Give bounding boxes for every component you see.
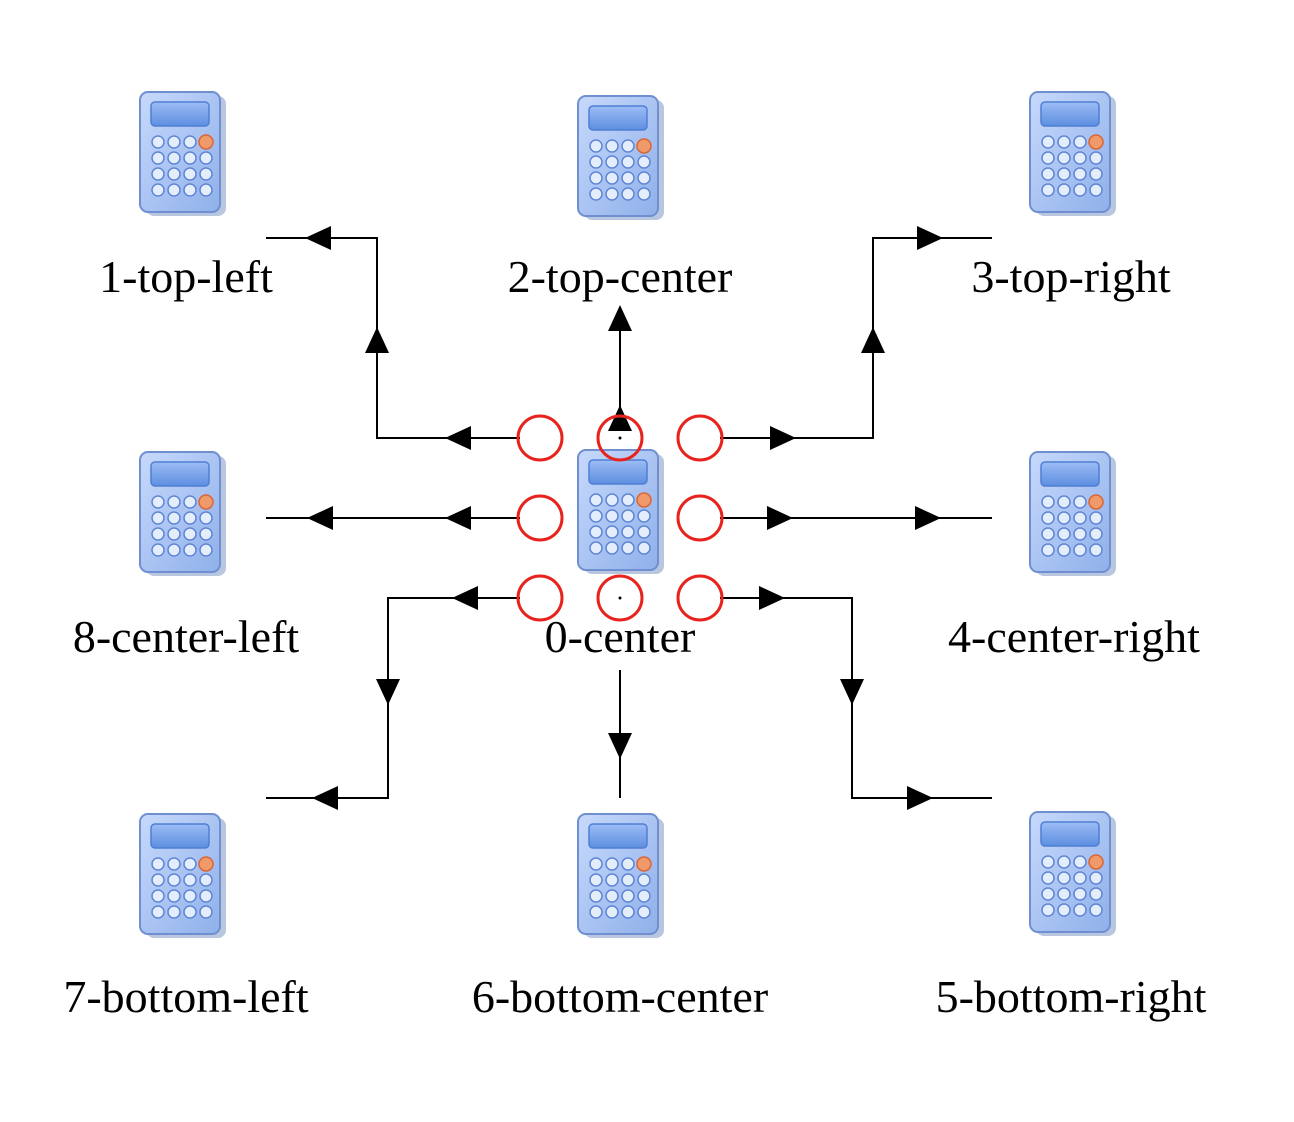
arrowhead-icon bbox=[305, 226, 331, 250]
edge-n0-n4 bbox=[720, 506, 992, 530]
node-label: 7-bottom-left bbox=[63, 971, 308, 1022]
connection-port-icon[interactable] bbox=[676, 414, 724, 462]
arrowhead-icon bbox=[907, 786, 933, 810]
port-dot bbox=[618, 596, 622, 600]
calculator-icon[interactable] bbox=[1029, 811, 1117, 937]
node-label: 6-bottom-center bbox=[472, 971, 768, 1022]
calculator-icon[interactable] bbox=[139, 451, 227, 577]
edge-n0-n1 bbox=[266, 226, 520, 450]
calculator-icon[interactable] bbox=[1029, 451, 1117, 577]
arrowhead-icon bbox=[608, 305, 632, 331]
arrowhead-icon bbox=[767, 506, 793, 530]
edge-n0-n8 bbox=[266, 506, 520, 530]
arrowhead-icon bbox=[452, 586, 478, 610]
arrowhead-icon bbox=[445, 426, 471, 450]
edge-n0-n3 bbox=[720, 226, 992, 450]
calculator-icon[interactable] bbox=[577, 449, 665, 575]
arrowhead-icon bbox=[376, 679, 400, 705]
edge-n0-n6 bbox=[608, 670, 632, 798]
arrowhead-icon bbox=[307, 506, 333, 530]
connection-port-icon[interactable] bbox=[596, 574, 644, 622]
port-layer bbox=[516, 414, 724, 622]
arrowhead-icon bbox=[445, 506, 471, 530]
node-label: 4-center-right bbox=[948, 611, 1200, 662]
calculator-icon[interactable] bbox=[139, 91, 227, 217]
arrowhead-icon bbox=[770, 426, 796, 450]
edge-n0-n2 bbox=[608, 305, 632, 431]
arrowhead-icon bbox=[759, 586, 785, 610]
edge-line bbox=[266, 597, 520, 799]
node-n5[interactable]: 5-bottom-right bbox=[936, 811, 1207, 1022]
arrowhead-icon bbox=[861, 327, 885, 353]
node-n1[interactable]: 1-top-left bbox=[99, 91, 273, 302]
connection-port-icon[interactable] bbox=[516, 574, 564, 622]
connection-port-icon[interactable] bbox=[596, 414, 644, 462]
edge-line bbox=[266, 237, 520, 439]
connection-port-icon[interactable] bbox=[676, 494, 724, 542]
calculator-icon[interactable] bbox=[1029, 91, 1117, 217]
connection-port-icon[interactable] bbox=[676, 574, 724, 622]
arrowhead-icon bbox=[917, 226, 943, 250]
calculator-icon[interactable] bbox=[577, 813, 665, 939]
node-n8[interactable]: 8-center-left bbox=[73, 451, 300, 662]
arrowhead-icon bbox=[840, 679, 864, 705]
node-label: 8-center-left bbox=[73, 611, 300, 662]
node-n0[interactable]: 0-center bbox=[545, 449, 696, 662]
arrowhead-icon bbox=[608, 405, 632, 431]
arrowhead-icon bbox=[608, 733, 632, 759]
connection-port-icon[interactable] bbox=[516, 414, 564, 462]
node-n2[interactable]: 2-top-center bbox=[508, 95, 733, 302]
node-layer: 0-center 1-top-left 2-top-center 3-top-righ… bbox=[63, 91, 1207, 1022]
node-n7[interactable]: 7-bottom-left bbox=[63, 813, 309, 1022]
calculator-icon[interactable] bbox=[577, 95, 665, 221]
edge-n0-n7 bbox=[266, 586, 520, 810]
arrowhead-icon bbox=[915, 506, 941, 530]
edge-n0-n5 bbox=[720, 586, 992, 810]
node-label: 2-top-center bbox=[508, 251, 733, 302]
port-dot bbox=[618, 436, 622, 440]
node-label: 1-top-left bbox=[99, 251, 273, 302]
connector-layer bbox=[266, 226, 992, 810]
arrowhead-icon bbox=[365, 327, 389, 353]
edge-line bbox=[720, 237, 992, 439]
node-label: 5-bottom-right bbox=[936, 971, 1207, 1022]
node-label: 3-top-right bbox=[971, 251, 1171, 302]
node-n4[interactable]: 4-center-right bbox=[948, 451, 1200, 662]
calculator-icon[interactable] bbox=[139, 813, 227, 939]
connection-port-icon[interactable] bbox=[516, 494, 564, 542]
node-n6[interactable]: 6-bottom-center bbox=[472, 813, 768, 1022]
node-n3[interactable]: 3-top-right bbox=[971, 91, 1171, 302]
arrowhead-icon bbox=[312, 786, 338, 810]
